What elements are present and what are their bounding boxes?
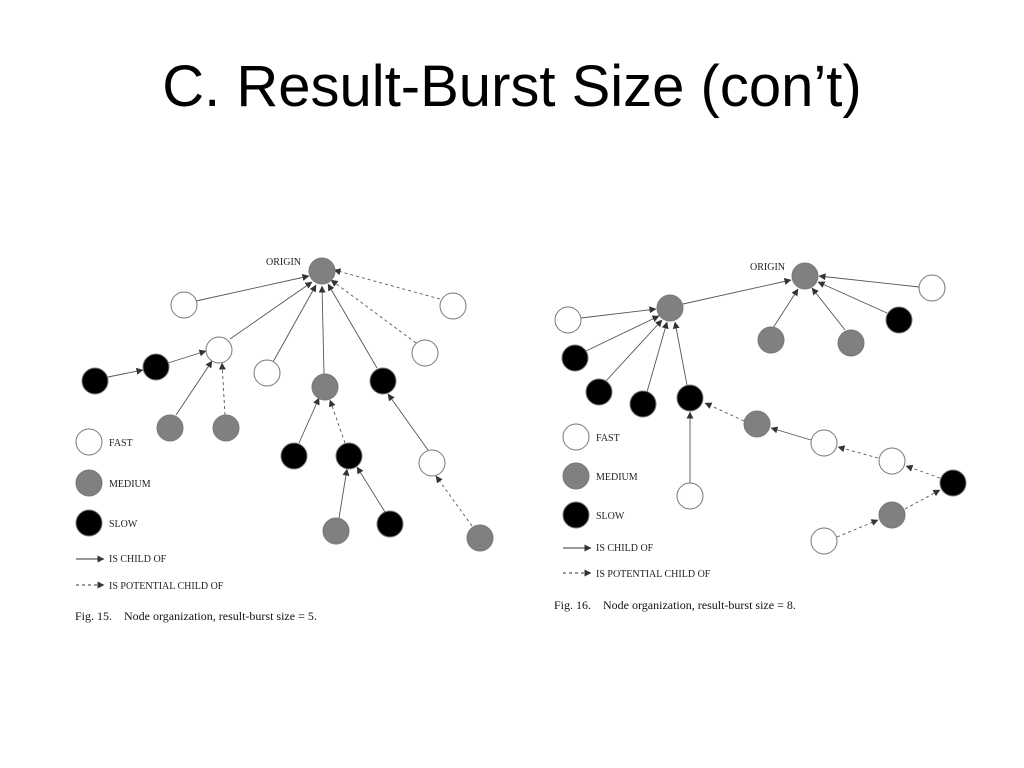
fig16-node-fast — [554, 306, 582, 334]
fig16-node-medium — [656, 294, 684, 322]
fig16-nodes — [554, 262, 967, 555]
fig16-legend-medium-swatch — [562, 462, 590, 490]
fig16-node-slow — [629, 390, 657, 418]
fig16-edge-potential — [904, 489, 941, 510]
fig15-node-fast — [205, 336, 233, 364]
fig16-node-fast — [878, 447, 906, 475]
fig15-legend: FAST MEDIUM SLOW IS CHILD OF IS POTENTIA… — [75, 428, 224, 592]
fig15-edge-potential — [435, 475, 473, 527]
fig16-node-fast — [810, 527, 838, 555]
fig15-edge — [327, 283, 378, 369]
fig16-edge — [818, 273, 920, 288]
fig15-node-slow — [369, 367, 397, 395]
fig15-node-slow — [335, 442, 363, 470]
fig15-nodes — [81, 257, 494, 552]
fig16-legend-potential: IS POTENTIAL CHILD OF — [596, 569, 711, 580]
fig15-legend-slow: SLOW — [109, 519, 138, 530]
fig15-edge — [167, 349, 207, 364]
fig16-legend-child: IS CHILD OF — [596, 543, 654, 554]
fig16-edge — [585, 315, 660, 352]
fig16-edge-potential — [837, 445, 879, 459]
fig16-edges — [580, 273, 941, 538]
fig16-edge — [770, 426, 812, 441]
fig16-edge — [682, 278, 792, 305]
fig15-node-fast — [439, 292, 467, 320]
fig15-node-medium — [156, 414, 184, 442]
fig16-node-medium — [878, 501, 906, 529]
fig16-node-fast — [918, 274, 946, 302]
fig16-caption: Fig. 16. Node organization, result-burst… — [554, 598, 796, 612]
fig15-legend-medium: MEDIUM — [109, 479, 151, 490]
fig15-edge — [272, 284, 317, 363]
fig15-node-slow — [280, 442, 308, 470]
fig15-node-slow — [142, 353, 170, 381]
fig15-legend-fast: FAST — [109, 438, 133, 449]
fig15-origin-label: ORIGIN — [266, 257, 301, 268]
fig15-node-fast — [170, 291, 198, 319]
fig16-edge — [646, 321, 669, 393]
fig15-node-medium — [322, 517, 350, 545]
fig15-node-fast — [411, 339, 439, 367]
fig16-origin-label: ORIGIN — [750, 262, 785, 273]
fig16-edge-potential — [905, 464, 941, 479]
fig15-node-origin-medium — [308, 257, 336, 285]
fig15-edge-potential — [328, 399, 346, 444]
fig15-node-slow — [81, 367, 109, 395]
fig15-edge — [387, 393, 429, 451]
fig15-caption: Fig. 15. Node organization, result-burst… — [75, 609, 317, 623]
fig15-edges — [107, 268, 473, 527]
fig15-legend-medium-swatch — [75, 469, 103, 497]
fig15-edge-potential — [218, 362, 226, 416]
fig16-node-slow — [676, 384, 704, 412]
fig16-node-slow — [939, 469, 967, 497]
fig16-legend-slow-swatch — [562, 501, 590, 529]
fig15-legend-child: IS CHILD OF — [109, 554, 167, 565]
fig15-edge — [298, 397, 320, 444]
fig16-legend: FAST MEDIUM SLOW IS CHILD OF IS POTENTIA… — [562, 423, 711, 580]
fig16-edge — [605, 319, 663, 382]
fig15-edge — [338, 468, 350, 519]
fig16-node-fast — [676, 482, 704, 510]
fig15-node-slow — [376, 510, 404, 538]
fig16-node-origin-medium — [791, 262, 819, 290]
slide-title: C. Result-Burst Size (con’t) — [162, 54, 862, 119]
figure-15: ORIGIN FAST MEDIUM SLOW IS CHILD OF IS P… — [75, 257, 494, 623]
fig16-edge — [772, 288, 799, 329]
fig16-node-slow — [885, 306, 913, 334]
fig16-node-fast — [810, 429, 838, 457]
fig15-edge — [195, 274, 310, 302]
figure-16: ORIGIN FAST MEDIUM SLOW IS CHILD OF IS P… — [554, 262, 967, 612]
fig16-edge — [811, 287, 846, 331]
fig16-node-slow — [561, 344, 589, 372]
fig15-legend-fast-swatch — [75, 428, 103, 456]
fig15-edge — [318, 285, 326, 375]
fig15-legend-slow-swatch — [75, 509, 103, 537]
fig15-node-medium — [466, 524, 494, 552]
fig16-node-medium — [837, 329, 865, 357]
fig16-legend-fast-swatch — [562, 423, 590, 451]
fig15-edge — [229, 281, 313, 340]
fig15-node-medium — [212, 414, 240, 442]
fig15-node-medium — [311, 373, 339, 401]
fig15-edge-potential — [333, 268, 441, 300]
fig15-node-fast — [418, 449, 446, 477]
fig16-edge-potential — [836, 519, 879, 538]
fig16-legend-medium: MEDIUM — [596, 472, 638, 483]
fig16-node-medium — [743, 410, 771, 438]
fig15-node-fast — [253, 359, 281, 387]
fig16-edge — [672, 321, 688, 386]
fig16-legend-slow: SLOW — [596, 511, 625, 522]
fig16-edge — [817, 281, 888, 314]
fig16-edge — [580, 306, 657, 319]
fig15-edge — [175, 360, 213, 416]
fig16-node-slow — [585, 378, 613, 406]
fig15-edge — [107, 367, 144, 378]
fig16-node-medium — [757, 326, 785, 354]
fig15-legend-potential: IS POTENTIAL CHILD OF — [109, 581, 224, 592]
fig15-edge — [356, 466, 386, 513]
fig16-edge-potential — [704, 402, 745, 422]
fig16-legend-fast: FAST — [596, 433, 620, 444]
